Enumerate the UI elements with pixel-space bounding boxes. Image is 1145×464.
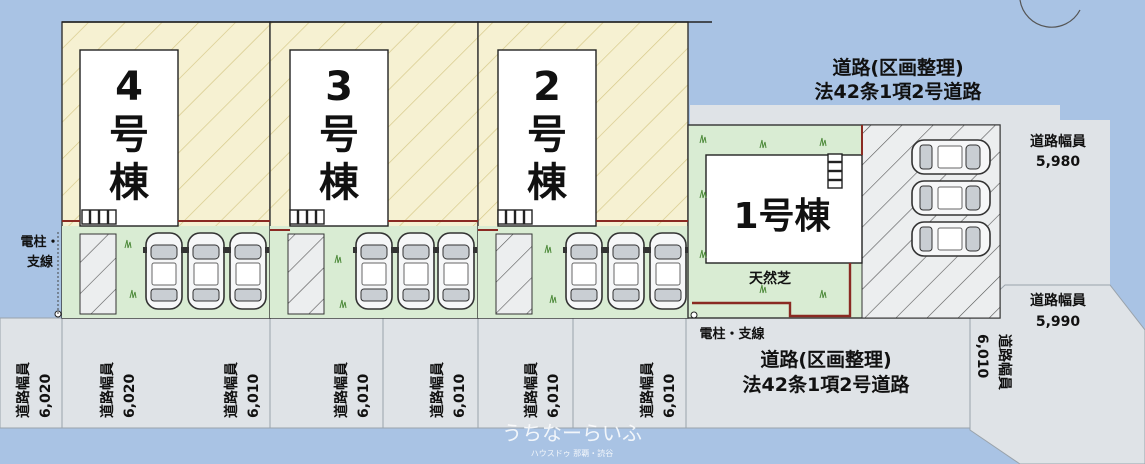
watermark-line2: ハウスドゥ 那覇・読谷 [531,448,614,458]
road-top-line2: 法42条1項2号道路 [815,80,983,103]
road-bottom-line1: 道路(区画整理) [760,348,891,371]
road-width-right-vertical-title: 道路幅員 [996,334,1013,390]
setback-markers [62,220,688,231]
house-3-label-go: 号 [319,112,359,158]
house-1-label: 1号棟 [733,196,831,237]
road-width-right-mid-title: 道路幅員 [1030,292,1086,309]
road-width-bottom-3-value: 6,010 [246,373,262,418]
house-4-label-go: 号 [109,112,149,158]
house-2-label-num: 2 [533,64,561,110]
lot-3 [269,21,479,319]
road-width-bottom-1-value: 6,020 [38,373,54,418]
pole-left-line1: 電柱・ [20,234,59,250]
road-width-right-vertical-value: 6,010 [974,334,990,379]
lot-2 [477,21,690,319]
road-width-bottom-2-value: 6,020 [122,373,138,418]
pole-left-line2: 支線 [26,254,54,270]
utility-pole-icon [690,311,698,319]
road-width-bottom-3-title: 道路幅員 [223,362,240,418]
road-width-bottom-6-value: 6,010 [546,373,562,418]
house-3-label-to: 棟 [319,160,360,206]
road-width-right-top-title: 道路幅員 [1030,133,1086,150]
road-width-bottom-5-value: 6,010 [452,373,468,418]
pole-bottom-label: 電柱・支線 [699,326,765,342]
lawn-label: 天然芝 [749,270,791,287]
road-width-bottom-5-title: 道路幅員 [429,362,446,418]
road-width-bottom-2-title: 道路幅員 [99,362,116,418]
lot-1 [687,124,1001,319]
house-4-label-num: 4 [115,64,143,110]
road-width-right-mid-value: 5,990 [1036,314,1081,330]
road-width-bottom-4-value: 6,010 [356,373,372,418]
road-width-right-top-value: 5,980 [1036,154,1081,170]
road-width-bottom-4-title: 道路幅員 [333,362,350,418]
road-width-bottom-7-title: 道路幅員 [639,362,656,418]
road-top-line1: 道路(区画整理) [832,56,963,79]
road-bottom-line2: 法42条1項2号道路 [743,373,911,396]
house-2-label-go: 号 [527,112,567,158]
house-3-label-num: 3 [325,64,353,110]
house-2-label-to: 棟 [527,160,568,206]
road-width-bottom-7-value: 6,010 [662,373,678,418]
house-4-label-to: 棟 [109,160,150,206]
watermark-line1: うちなーらいふ [502,421,642,445]
road-width-bottom-6-title: 道路幅員 [523,362,540,418]
road-width-bottom-1-title: 道路幅員 [15,362,32,418]
lot-4 [61,21,271,319]
